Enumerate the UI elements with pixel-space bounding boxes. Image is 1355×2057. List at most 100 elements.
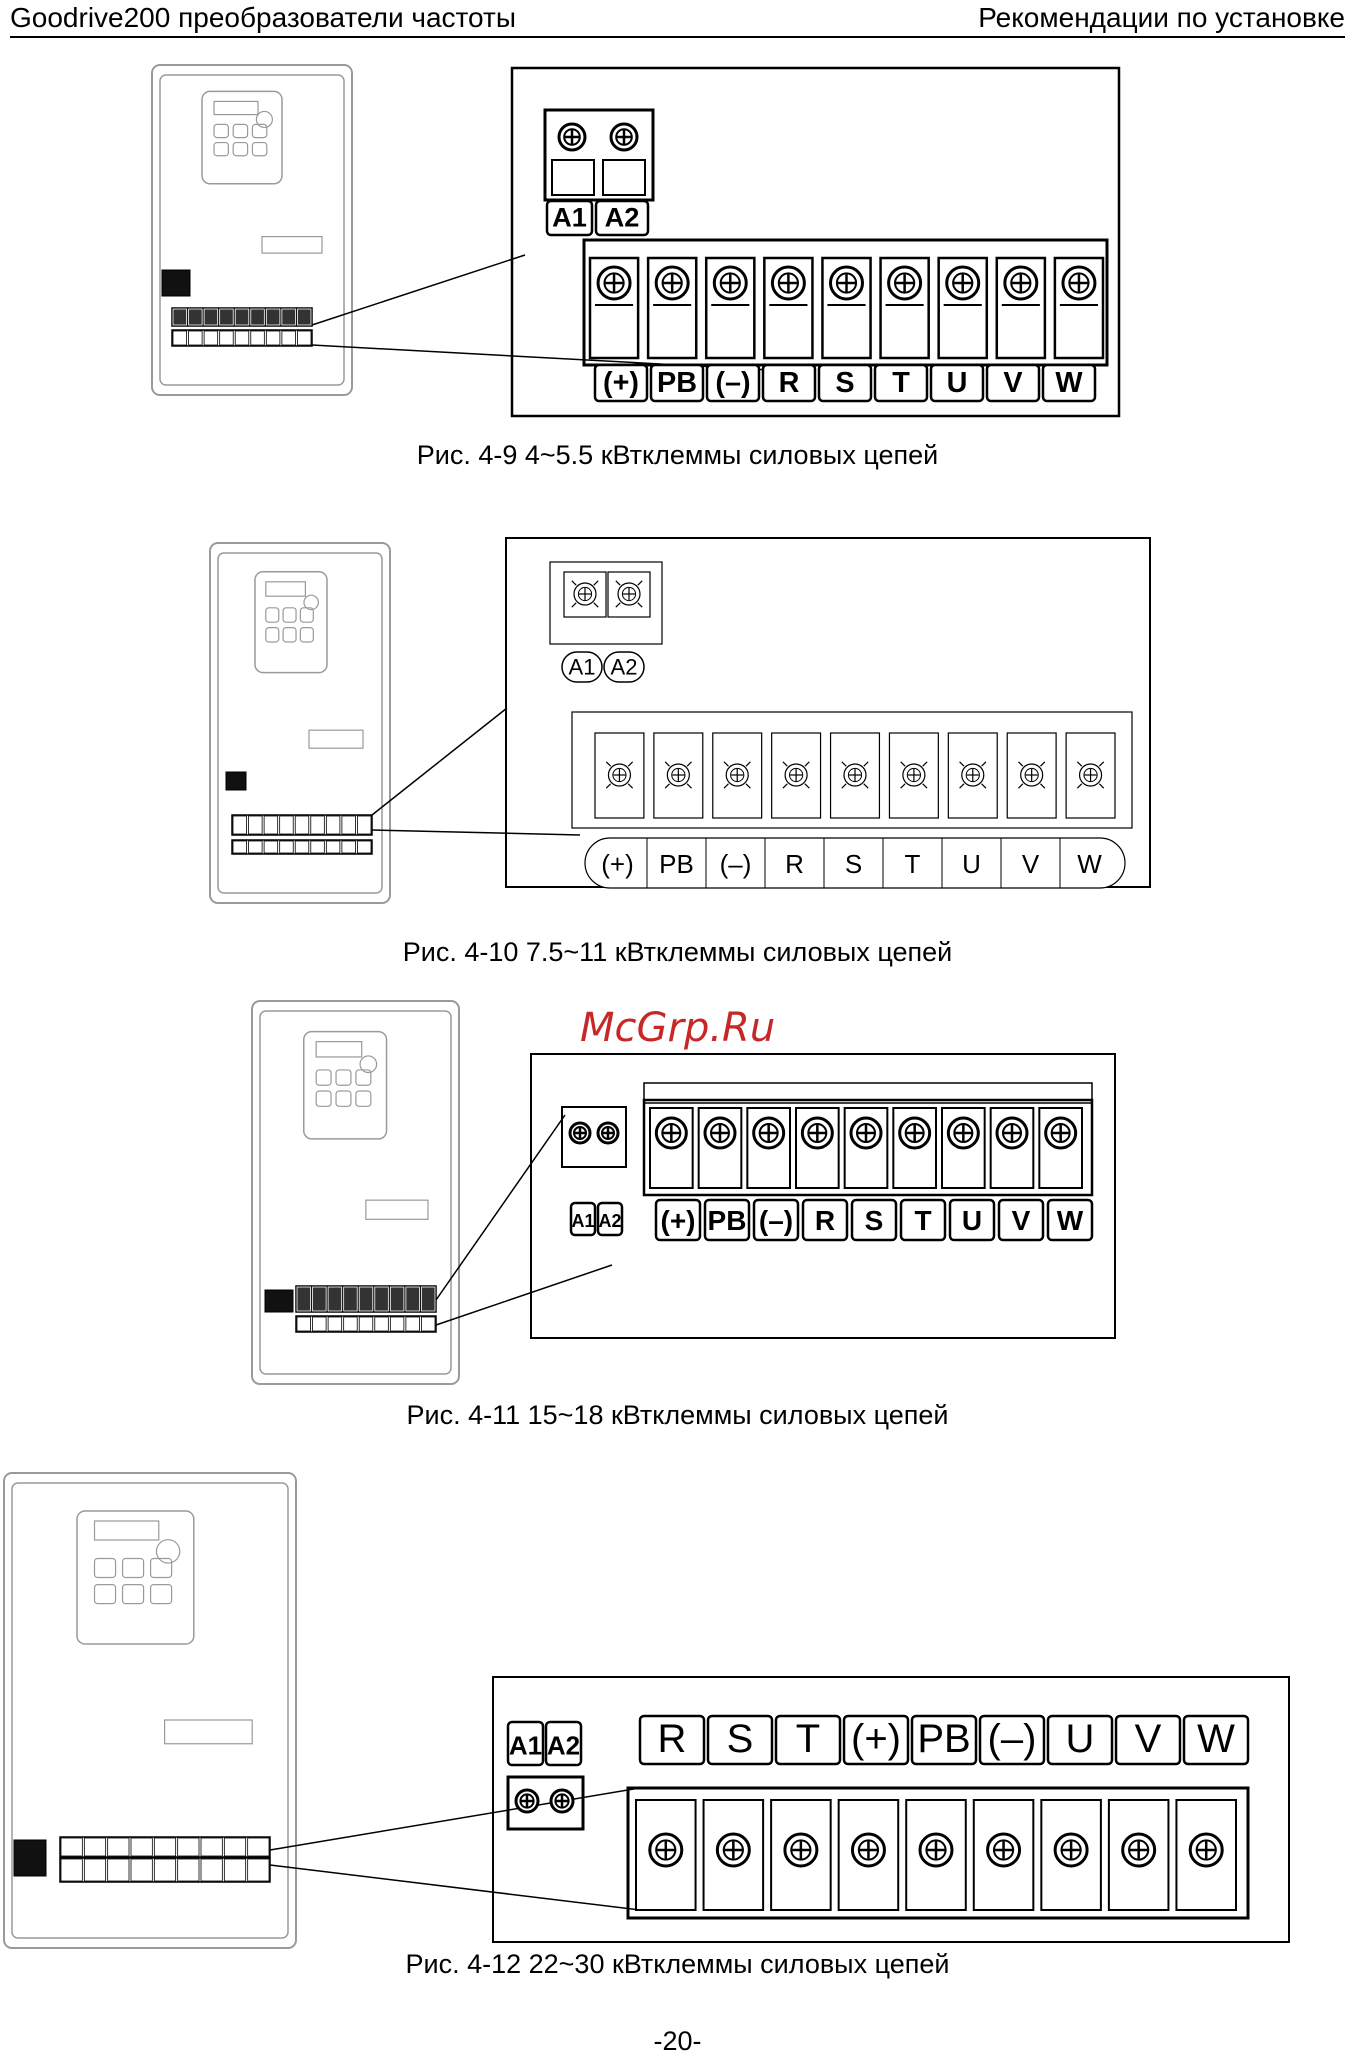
terminal-label: A1 — [506, 1720, 545, 1767]
terminal-label-text: W — [1057, 1205, 1084, 1236]
terminal-screw-icon — [654, 1116, 688, 1150]
terminal-label: S — [817, 363, 873, 403]
terminal-label-text: (+) — [603, 367, 639, 399]
header-right: Рекомендации по установке — [978, 2, 1345, 33]
terminal-label: V — [997, 1198, 1045, 1242]
terminal-label: PB — [910, 1714, 978, 1766]
terminal-label: W — [1182, 1714, 1250, 1766]
figure-caption-4-10: Рис. 4-10 7.5~11 кВтклеммы силовых цепей — [402, 937, 953, 967]
control-terminal-icon — [365, 1199, 429, 1220]
terminal-label: U — [929, 363, 985, 403]
terminal-label: A2 — [594, 199, 650, 237]
terminal-label-text: U — [947, 367, 968, 399]
terminal-screw-icon — [1076, 761, 1105, 789]
terminal-label: (+) — [593, 363, 649, 403]
terminal-screw-icon — [770, 265, 806, 301]
terminal-label: (+) — [601, 849, 634, 879]
terminal-label-text: U — [962, 1205, 982, 1236]
terminal-screw-icon — [571, 580, 599, 608]
terminal-label-strip — [584, 837, 1126, 889]
watermark: McGrp.Ru — [580, 1005, 776, 1051]
terminal-screw-icon — [712, 265, 748, 301]
terminal-label: (–) — [978, 1714, 1046, 1766]
terminal-screw-icon — [703, 1116, 737, 1150]
terminal-screw-icon — [596, 1121, 620, 1145]
terminal-label-text: A1 — [571, 1211, 594, 1231]
terminal-label: S — [706, 1714, 774, 1766]
figure-caption-4-12: Рис. 4-12 22~30 кВтклеммы силовых цепей — [405, 1949, 950, 1979]
terminal-screw-icon — [918, 1832, 954, 1868]
terminal-screw-icon — [841, 761, 869, 789]
terminal-label: A2 — [544, 1720, 583, 1767]
terminal-label-text: A1 — [552, 202, 587, 233]
terminal-label-text: U — [1066, 1717, 1095, 1761]
terminal-label: V — [985, 363, 1041, 403]
terminal-label: A1 — [569, 1201, 597, 1237]
terminal-label-text: V — [1012, 1205, 1031, 1236]
terminal-label-text: T — [905, 849, 921, 879]
terminal-label-text: R — [658, 1717, 687, 1761]
terminal-label: (–) — [720, 849, 752, 879]
terminal-label-text: W — [1055, 367, 1083, 399]
terminal-label: T — [774, 1714, 842, 1766]
terminal-label: W — [1041, 363, 1097, 403]
terminal-screw-icon — [568, 1121, 592, 1145]
terminal-label: (–) — [752, 1198, 800, 1242]
terminal-label: A1 — [545, 199, 594, 237]
terminal-label: T — [899, 1198, 947, 1242]
terminal-label-text: (–) — [988, 1717, 1037, 1761]
drive-outline-4-9 — [151, 64, 353, 396]
terminal-label: S — [845, 849, 862, 879]
terminal-label: T — [905, 849, 921, 879]
terminal-label-text: S — [835, 367, 854, 399]
terminal-screw-icon — [782, 761, 810, 789]
terminal-label-text: W — [1077, 849, 1102, 879]
page-number: -20- — [653, 2026, 702, 2056]
terminal-screw-icon — [887, 265, 923, 301]
terminal-screw-icon — [1121, 1832, 1157, 1868]
terminal-screw-icon — [783, 1832, 819, 1868]
drive-outline-4-10 — [209, 542, 391, 904]
device-terminal-strip — [295, 1315, 437, 1333]
control-terminal-icon — [164, 1719, 253, 1745]
terminal-label: T — [873, 363, 929, 403]
terminal-screw-icon — [986, 1832, 1022, 1868]
terminal-screw-icon — [959, 761, 987, 789]
device-terminal-strip — [231, 814, 373, 836]
terminal-label-text: PB — [917, 1717, 970, 1761]
terminal-screw-icon — [557, 122, 587, 152]
figure-caption-4-11: Рис. 4-11 15~18 кВтклеммы силовых цепей — [406, 1400, 949, 1430]
drive-outline-4-12 — [3, 1472, 297, 1949]
terminal-label-text: (–) — [720, 849, 752, 879]
terminal-label-text: R — [815, 1205, 835, 1236]
terminal-screw-icon — [648, 1832, 684, 1868]
terminal-label: PB — [649, 363, 705, 403]
terminal-label-text: V — [1022, 849, 1040, 879]
terminal-screw-icon — [829, 265, 864, 301]
keypad-icon — [201, 90, 283, 185]
figure-caption-4-9: Рис. 4-9 4~5.5 кВтклеммы силовых цепей — [416, 440, 939, 470]
terminal-label: W — [1077, 849, 1102, 879]
terminal-screw-icon — [596, 265, 632, 301]
keypad-icon — [76, 1510, 195, 1645]
drive-outline-4-11 — [251, 1000, 460, 1385]
terminal-label: R — [785, 849, 804, 879]
terminal-label: U — [962, 849, 981, 879]
terminal-label: (+) — [654, 1198, 702, 1242]
terminal-label: V — [1114, 1714, 1182, 1766]
terminal-screw-icon — [849, 1116, 883, 1150]
terminal-label: R — [761, 363, 817, 403]
terminal-screw-icon — [609, 122, 639, 152]
terminal-label-text: PB — [659, 849, 694, 879]
terminal-label-text: S — [865, 1205, 884, 1236]
terminal-label-text: A2 — [547, 1730, 580, 1760]
device-terminal-strip — [59, 1836, 271, 1858]
terminal-label-text: (+) — [601, 849, 634, 879]
terminal-label-text: (–) — [759, 1205, 793, 1236]
terminal-label-text: W — [1197, 1717, 1235, 1761]
terminal-screw-icon — [900, 761, 928, 789]
device-terminal-strip — [171, 307, 313, 327]
terminal-screw-icon — [605, 761, 634, 789]
